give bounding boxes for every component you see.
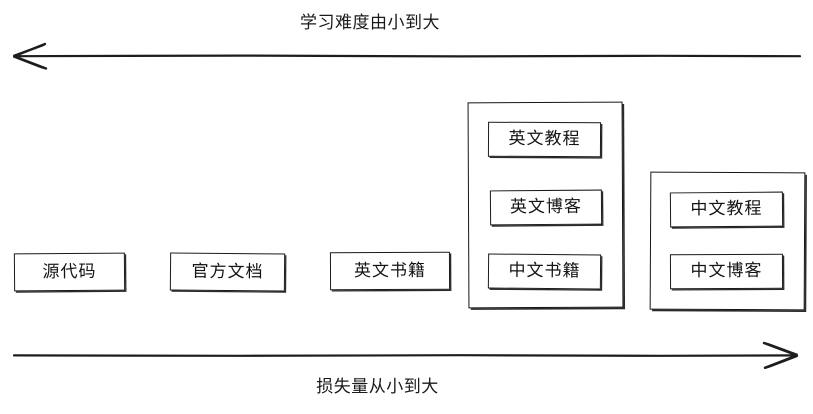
top-axis-arrow — [12, 42, 802, 70]
node-label: 源代码 — [42, 261, 97, 282]
node-english-tutorials[interactable]: 英文教程 — [487, 121, 602, 158]
node-chinese-tutorials[interactable]: 中文教程 — [669, 191, 784, 228]
node-official-docs[interactable]: 官方文档 — [169, 252, 286, 292]
node-label: 英文教程 — [508, 128, 581, 150]
node-label: 中文书籍 — [508, 260, 581, 282]
node-label: 中文博客 — [690, 260, 763, 282]
node-label: 中文教程 — [690, 198, 763, 220]
arrow-left-icon — [12, 42, 802, 70]
top-axis-label: 学习难度由小到大 — [300, 13, 440, 33]
node-source-code[interactable]: 源代码 — [13, 252, 126, 292]
node-english-books[interactable]: 英文书籍 — [329, 251, 451, 291]
node-label: 英文博客 — [509, 196, 583, 218]
node-chinese-books[interactable]: 中文书籍 — [487, 253, 602, 290]
bottom-axis-label: 损失量从小到大 — [316, 377, 439, 397]
arrow-right-icon — [12, 341, 799, 369]
node-chinese-blogs[interactable]: 中文博客 — [669, 253, 784, 290]
node-english-blogs[interactable]: 英文博客 — [489, 189, 603, 226]
node-label: 官方文档 — [191, 261, 264, 282]
node-label: 英文书籍 — [353, 260, 427, 281]
